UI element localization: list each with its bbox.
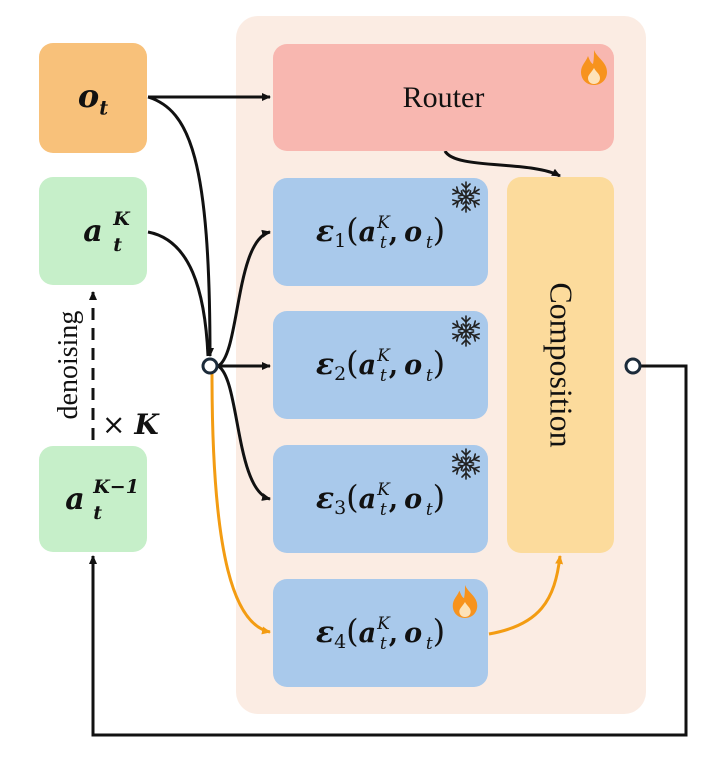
noisy-action-symbol: a K t bbox=[83, 207, 130, 256]
expert-4-formula: ε4(aKt,oKt) bbox=[315, 612, 446, 654]
expert-2-box: ε2(aKt,oKt) bbox=[273, 311, 488, 419]
denoising-label: denoising bbox=[53, 310, 84, 420]
expert-4-fire-icon bbox=[452, 585, 478, 618]
composition-box bbox=[507, 177, 614, 553]
expert-3-snowflake-icon bbox=[450, 448, 482, 480]
arrow-hub-to-e3 bbox=[217, 364, 271, 501]
arrow-hub-to-e4 bbox=[210, 373, 271, 635]
arrow-e4-to-composition bbox=[488, 555, 564, 636]
denoised-action-box: a K−1 t bbox=[39, 446, 147, 552]
arrow-hub-to-e1 bbox=[217, 229, 271, 368]
expert-3-box: ε3(aKt,oKt) bbox=[273, 445, 488, 553]
router-box: Router bbox=[273, 44, 614, 151]
output-node bbox=[624, 357, 642, 375]
noisy-action-box: a K t bbox=[39, 177, 147, 285]
expert-1-snowflake-icon bbox=[450, 181, 482, 213]
expert-2-formula: ε2(aKt,oKt) bbox=[315, 344, 446, 386]
hub-node bbox=[201, 357, 219, 375]
expert-1-box: ε1(aKt,oKt) bbox=[273, 178, 488, 286]
arrow-ot-to-hub bbox=[147, 95, 214, 357]
arrow-ak-to-hub bbox=[147, 230, 210, 357]
observation-box: ot bbox=[39, 43, 147, 153]
composition-label: Composition bbox=[543, 282, 580, 448]
expert-2-snowflake-icon bbox=[450, 315, 482, 347]
arrow-output-feedback bbox=[89, 364, 688, 737]
repeat-k-label: × K bbox=[102, 408, 159, 441]
expert-1-formula: ε1(aKt,oKt) bbox=[315, 211, 446, 253]
arrow-router-to-composition bbox=[443, 150, 561, 178]
router-label: Router bbox=[402, 80, 485, 114]
observation-symbol: ot bbox=[77, 76, 109, 120]
expert-3-formula: ε3(aKt,oKt) bbox=[315, 478, 446, 520]
denoised-action-symbol: a K−1 t bbox=[65, 475, 139, 524]
expert-4-box: ε4(aKt,oKt) bbox=[273, 579, 488, 687]
router-fire-icon bbox=[581, 50, 607, 85]
